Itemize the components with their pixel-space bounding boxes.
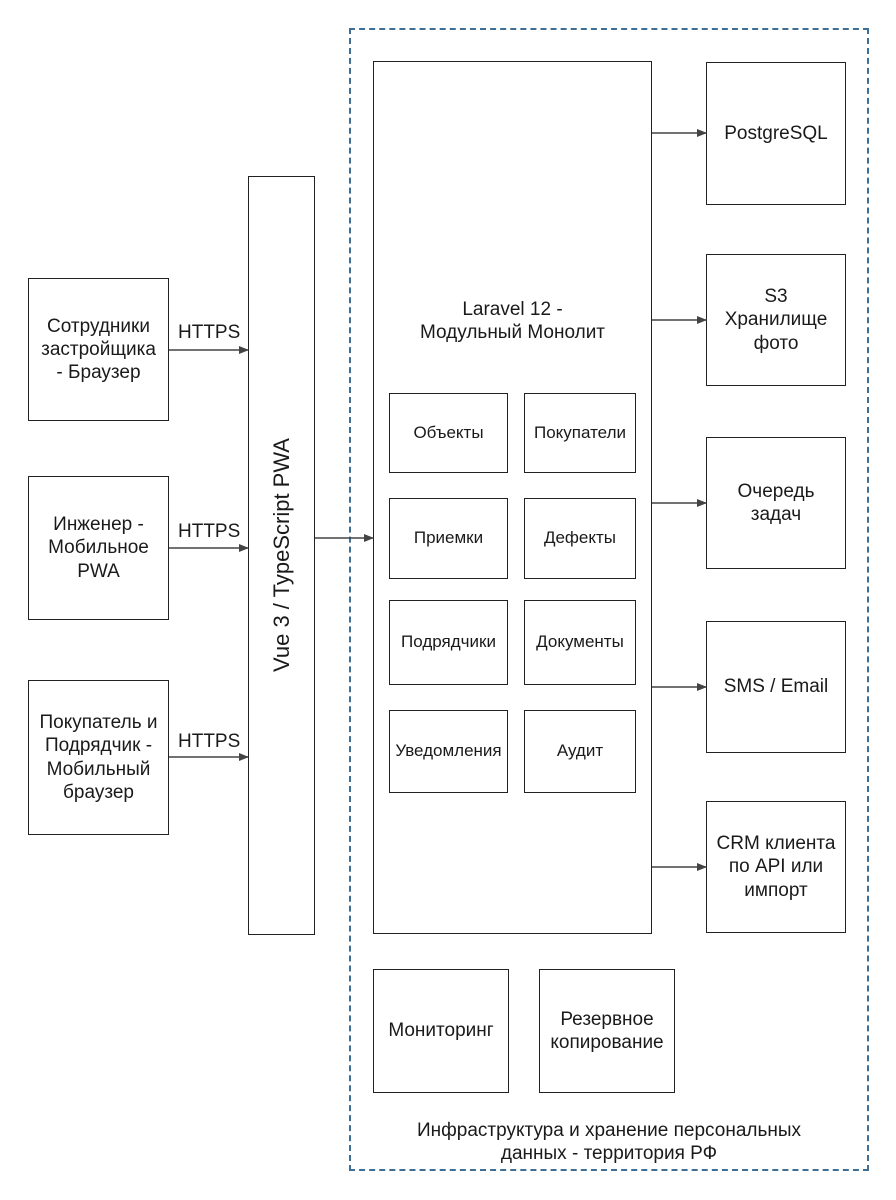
module-notifications: Уведомления <box>389 710 508 793</box>
client-engineer-pwa: Инженер - Мобильное PWA <box>28 476 169 620</box>
infra-monitoring: Мониторинг <box>373 969 509 1093</box>
module-acceptances: Приемки <box>389 498 508 579</box>
frontend-pwa-label: Vue 3 / TypeScript PWA <box>269 438 294 672</box>
module-contractors: Подрядчики <box>389 600 508 685</box>
infra-backup: Резервное копирование <box>539 969 675 1093</box>
https-label-engineer: HTTPS <box>178 521 241 542</box>
module-defects: Дефекты <box>524 498 636 579</box>
client-employees-browser: Сотрудники застройщика - Браузер <box>28 278 169 421</box>
infrastructure-zone <box>349 28 869 1171</box>
client-buyer-contractor-browser: Покупатель и Подрядчик - Мобильный брауз… <box>28 680 169 835</box>
service-sms-email: SMS / Email <box>706 621 846 753</box>
service-postgresql: PostgreSQL <box>706 62 846 205</box>
https-label-buyer-contractor: HTTPS <box>178 731 241 752</box>
module-objects: Объекты <box>389 393 508 473</box>
infrastructure-zone-label: Инфраструктура и хранение персональных д… <box>416 1120 802 1165</box>
frontend-pwa-box <box>248 176 315 935</box>
service-crm: CRM клиента по API или импорт <box>706 801 846 933</box>
module-documents: Документы <box>524 600 636 685</box>
https-label-employees: HTTPS <box>178 322 241 343</box>
module-audit: Аудит <box>524 710 636 793</box>
service-s3-storage: S3 Хранилище фото <box>706 254 846 386</box>
service-task-queue: Очередь задач <box>706 437 846 569</box>
module-buyers: Покупатели <box>524 393 636 473</box>
backend-title: Laravel 12 - Модульный Монолит <box>419 299 606 344</box>
